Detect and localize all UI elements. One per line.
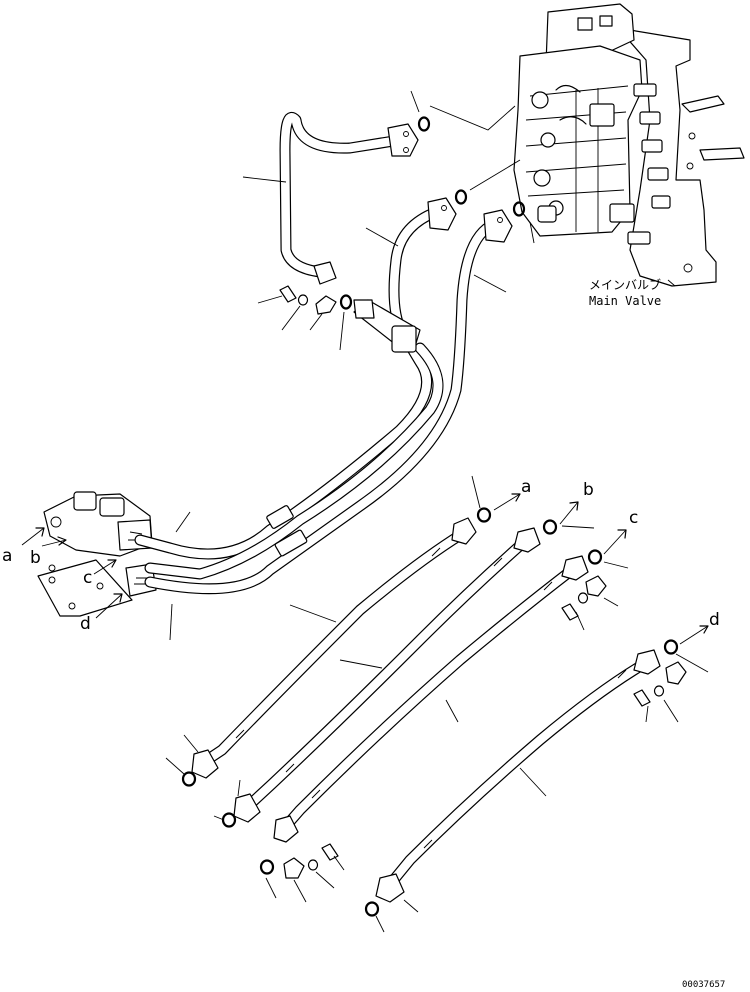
o-rings — [181, 116, 679, 917]
port-label-b-right: b — [583, 480, 594, 500]
valve-caption-jp: メインバルブ — [589, 277, 661, 292]
leader-lines — [165, 90, 709, 933]
upper-pipes — [134, 111, 513, 595]
port-label-d-left: d — [80, 614, 91, 634]
lower-hoses — [191, 517, 661, 903]
port-label-d-right: d — [709, 610, 720, 630]
main-valve — [513, 3, 745, 287]
port-arrows — [21, 493, 709, 645]
port-label-c-right: c — [629, 508, 638, 528]
port-label-c-left: c — [83, 568, 92, 588]
port-label-a-left: a — [2, 546, 12, 566]
port-label-b-left: b — [30, 548, 41, 568]
port-label-a-right: a — [521, 477, 531, 497]
drawing-number: 00037657 — [682, 980, 725, 990]
valve-caption-en: Main Valve — [589, 294, 661, 308]
left-valve-block — [37, 491, 157, 617]
bolts-and-washers — [279, 285, 687, 879]
